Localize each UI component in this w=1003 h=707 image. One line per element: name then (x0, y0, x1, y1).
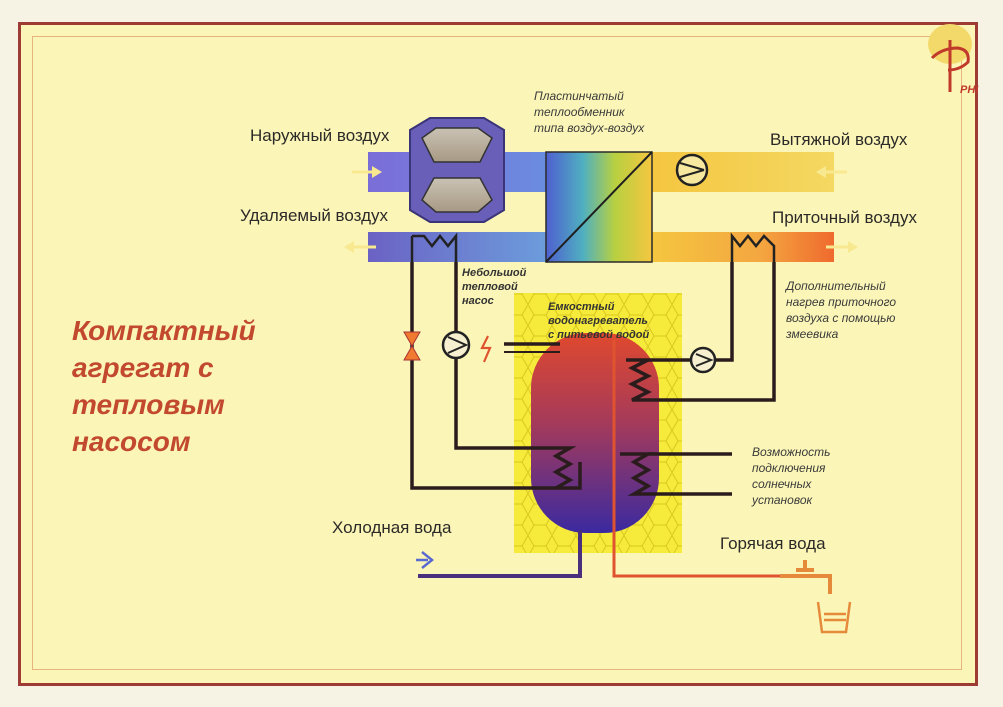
phi-logo-text: PHI (960, 84, 979, 96)
solar-option-label: Возможность подключения солнечных устано… (752, 445, 831, 507)
duct-coil-left (410, 232, 458, 262)
phi-logo-icon (928, 24, 972, 92)
small-heat-pump-label: Небольшой тепловой насос (462, 267, 527, 307)
heat-pump-compressor-icon (441, 330, 471, 360)
removed-air-label: Удаляемый воздух (240, 206, 388, 225)
supply-air-label: Приточный воздух (772, 208, 917, 227)
heat-exchanger-label: Пластинчатый теплообменник типа воздух-в… (534, 89, 645, 135)
glass-icon (816, 601, 852, 634)
outdoor-air-label: Наружный воздух (250, 126, 390, 145)
exhaust-air-label: Вытяжной воздух (770, 130, 908, 149)
heating-pipes (410, 262, 776, 496)
supply-air-duct (652, 232, 834, 262)
expansion-valve-icon (403, 331, 421, 361)
hot-water-pipe (612, 340, 800, 578)
storage-heater-label: Емкостный водонагреватель с питьевой вод… (548, 301, 650, 341)
diagram-title: Компактный агрегат с тепловым насосом (72, 315, 256, 457)
circulation-pump-icon (689, 346, 717, 374)
cold-water-pipe (418, 530, 582, 578)
electric-icon (480, 335, 492, 363)
air-filter (409, 117, 505, 223)
additional-heating-label: Дополнительный нагрев приточного воздуха… (786, 279, 897, 341)
exhaust-fan (675, 153, 709, 187)
duct-arrows (344, 166, 858, 253)
hot-water-label: Горячая вода (720, 534, 826, 553)
cold-water-label: Холодная вода (332, 518, 452, 537)
duct-coil-right (730, 232, 776, 262)
faucet-icon (780, 560, 832, 594)
inner-border (32, 36, 962, 670)
